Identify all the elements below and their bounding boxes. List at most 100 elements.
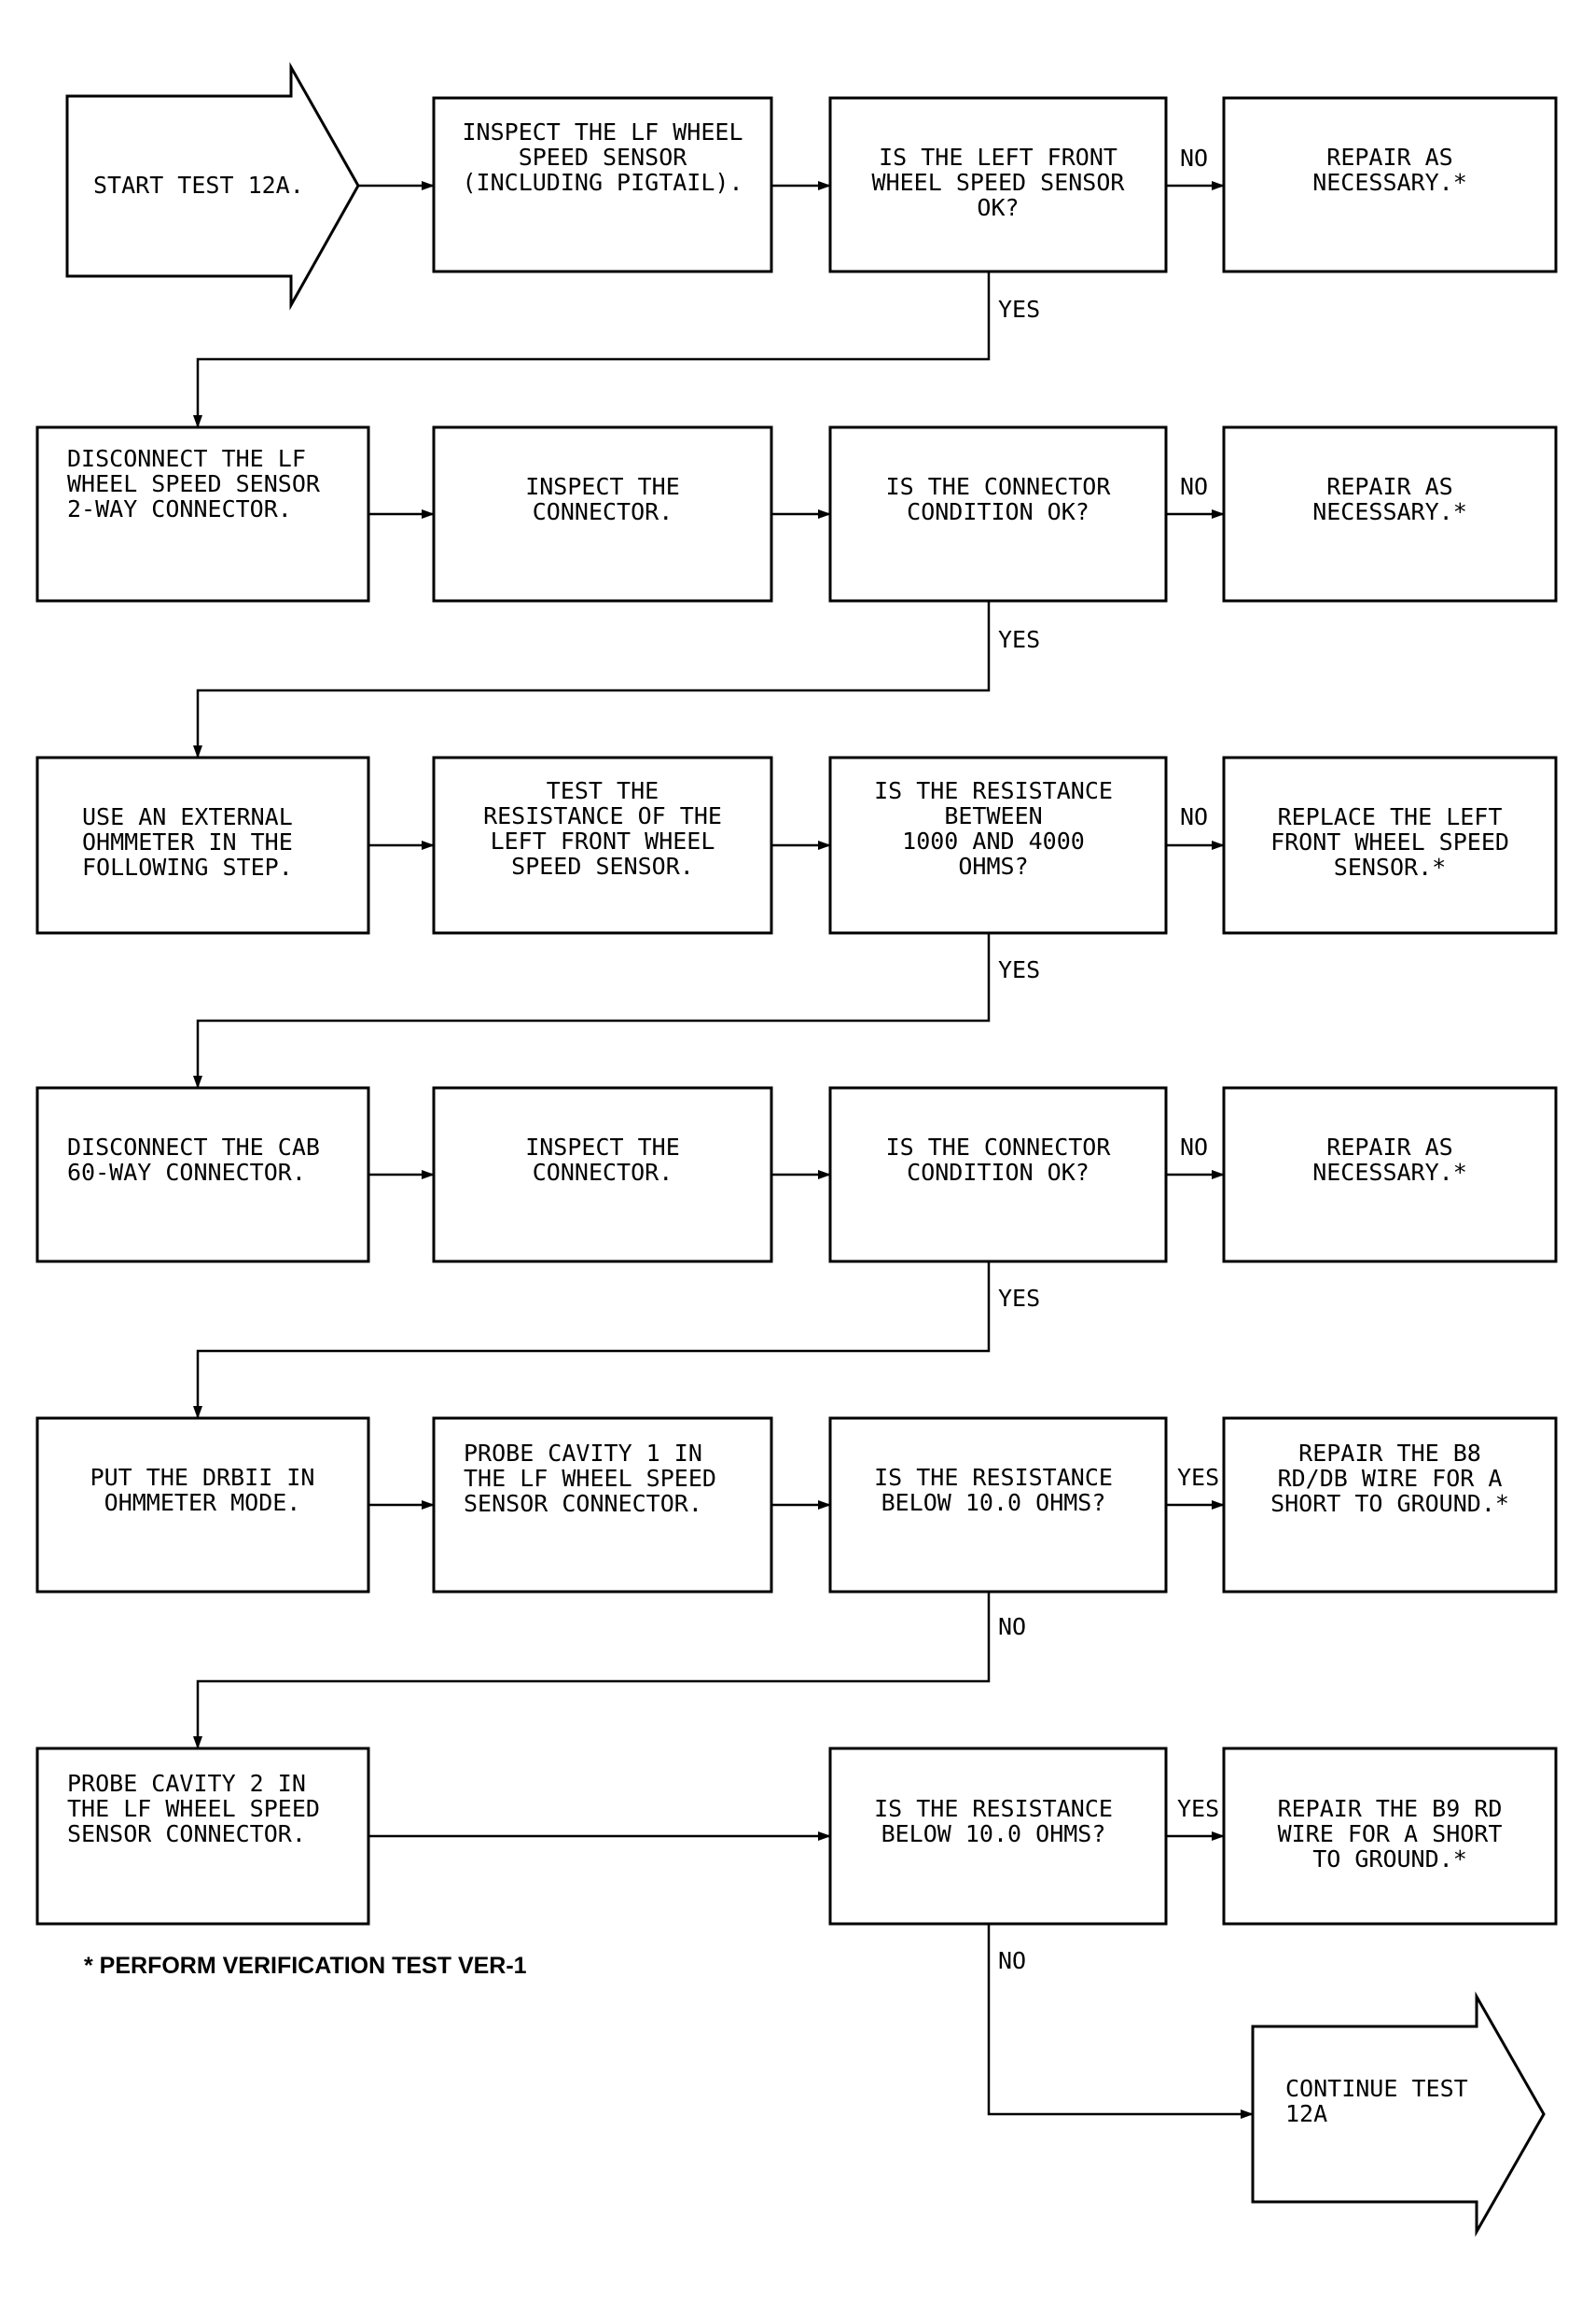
inspect-conn1-line-1: INSPECT THE (525, 473, 680, 500)
test-resistance-line-4: SPEED SENSOR. (511, 853, 694, 880)
start-line-1: START TEST 12A. (93, 172, 304, 199)
test-resistance-line-1: TEST THE (547, 777, 659, 804)
repair2-line-2: NECESSARY.* (1312, 498, 1467, 525)
start-text: START TEST 12A. (93, 172, 304, 199)
inspect-conn2-line-1: INSPECT THE (525, 1134, 680, 1161)
no-label-2: NO (1180, 473, 1208, 500)
yes-label-4: YES (998, 1285, 1040, 1312)
q-conn2-ok-line-1: IS THE CONNECTOR (886, 1134, 1112, 1161)
q-conn1-ok-line-2: CONDITION OK? (907, 498, 1089, 525)
probe-cavity2-line-2: THE LF WHEEL SPEED (67, 1795, 320, 1822)
yes-label-5: YES (1177, 1464, 1219, 1491)
no-label-1: NO (1180, 145, 1208, 172)
q-below10-b-line-1: IS THE RESISTANCE (874, 1795, 1113, 1822)
disconnect-2way-line-2: WHEEL SPEED SENSOR (67, 470, 321, 497)
footnote: * PERFORM VERIFICATION TEST VER-1 (84, 1953, 527, 1979)
probe-cavity2-line-3: SENSOR CONNECTOR. (67, 1820, 306, 1847)
test-resistance-line-3: LEFT FRONT WHEEL (491, 828, 715, 855)
q-resistance-line-3: 1000 AND 4000 (902, 828, 1085, 855)
q-resistance-line-1: IS THE RESISTANCE (874, 777, 1113, 804)
repair3-line-1: REPAIR AS (1326, 1134, 1452, 1161)
inspect-sensor-line-3: (INCLUDING PIGTAIL). (462, 169, 742, 196)
use-ohmmeter-line-1: USE AN EXTERNAL (82, 803, 293, 830)
q-sensor-ok-line-2: WHEEL SPEED SENSOR (872, 169, 1126, 196)
repair2-line-1: REPAIR AS (1326, 473, 1452, 500)
repair-b9-line-3: TO GROUND.* (1312, 1845, 1467, 1872)
yes-label-6: YES (1177, 1795, 1219, 1822)
edge-yes-4 (193, 1261, 991, 1419)
repair-b9-line-1: REPAIR THE B9 RD (1278, 1795, 1503, 1822)
q-sensor-ok-line-1: IS THE LEFT FRONT (879, 144, 1117, 171)
no-label-5: NO (998, 1613, 1026, 1640)
edge-no-5 (193, 1592, 991, 1749)
edge-yes-3 (193, 933, 991, 1089)
probe-cavity1-line-3: SENSOR CONNECTOR. (464, 1490, 702, 1517)
disconnect-cab-line-1: DISCONNECT THE CAB (67, 1134, 320, 1161)
yes-label-3: YES (998, 956, 1040, 983)
no-label-4: NO (1180, 1134, 1208, 1161)
inspect-conn1-line-2: CONNECTOR. (533, 498, 673, 525)
start-arrow-shape: START TEST 12A. (65, 62, 360, 311)
repair3-line-2: NECESSARY.* (1312, 1159, 1467, 1186)
use-ohmmeter-line-3: FOLLOWING STEP. (82, 854, 293, 881)
use-ohmmeter-line-2: OHMMETER IN THE (82, 828, 293, 856)
repair1-line-1: REPAIR AS (1326, 144, 1452, 171)
inspect-conn2-line-2: CONNECTOR. (533, 1159, 673, 1186)
edge-yes-2 (193, 601, 991, 759)
q-resistance-line-4: OHMS? (958, 853, 1028, 880)
q-conn2-ok-line-2: CONDITION OK? (907, 1159, 1089, 1186)
replace-sensor-line-1: REPLACE THE LEFT (1278, 803, 1503, 830)
yes-label-1: YES (998, 296, 1040, 323)
q-sensor-ok-line-3: OK? (977, 194, 1019, 221)
no-label-6: NO (998, 1947, 1026, 1974)
inspect-sensor-line-2: SPEED SENSOR (519, 144, 688, 171)
repair-b8-line-3: SHORT TO GROUND.* (1270, 1490, 1509, 1517)
no-label-3: NO (1180, 803, 1208, 830)
disconnect-2way-line-3: 2-WAY CONNECTOR. (67, 495, 292, 522)
test-resistance-line-2: RESISTANCE OF THE (483, 802, 722, 829)
inspect-sensor-line-1: INSPECT THE LF WHEEL (462, 118, 742, 146)
continue-line-1: CONTINUE TEST (1285, 2075, 1468, 2102)
drbii-mode-line-1: PUT THE DRBII IN (90, 1464, 315, 1491)
